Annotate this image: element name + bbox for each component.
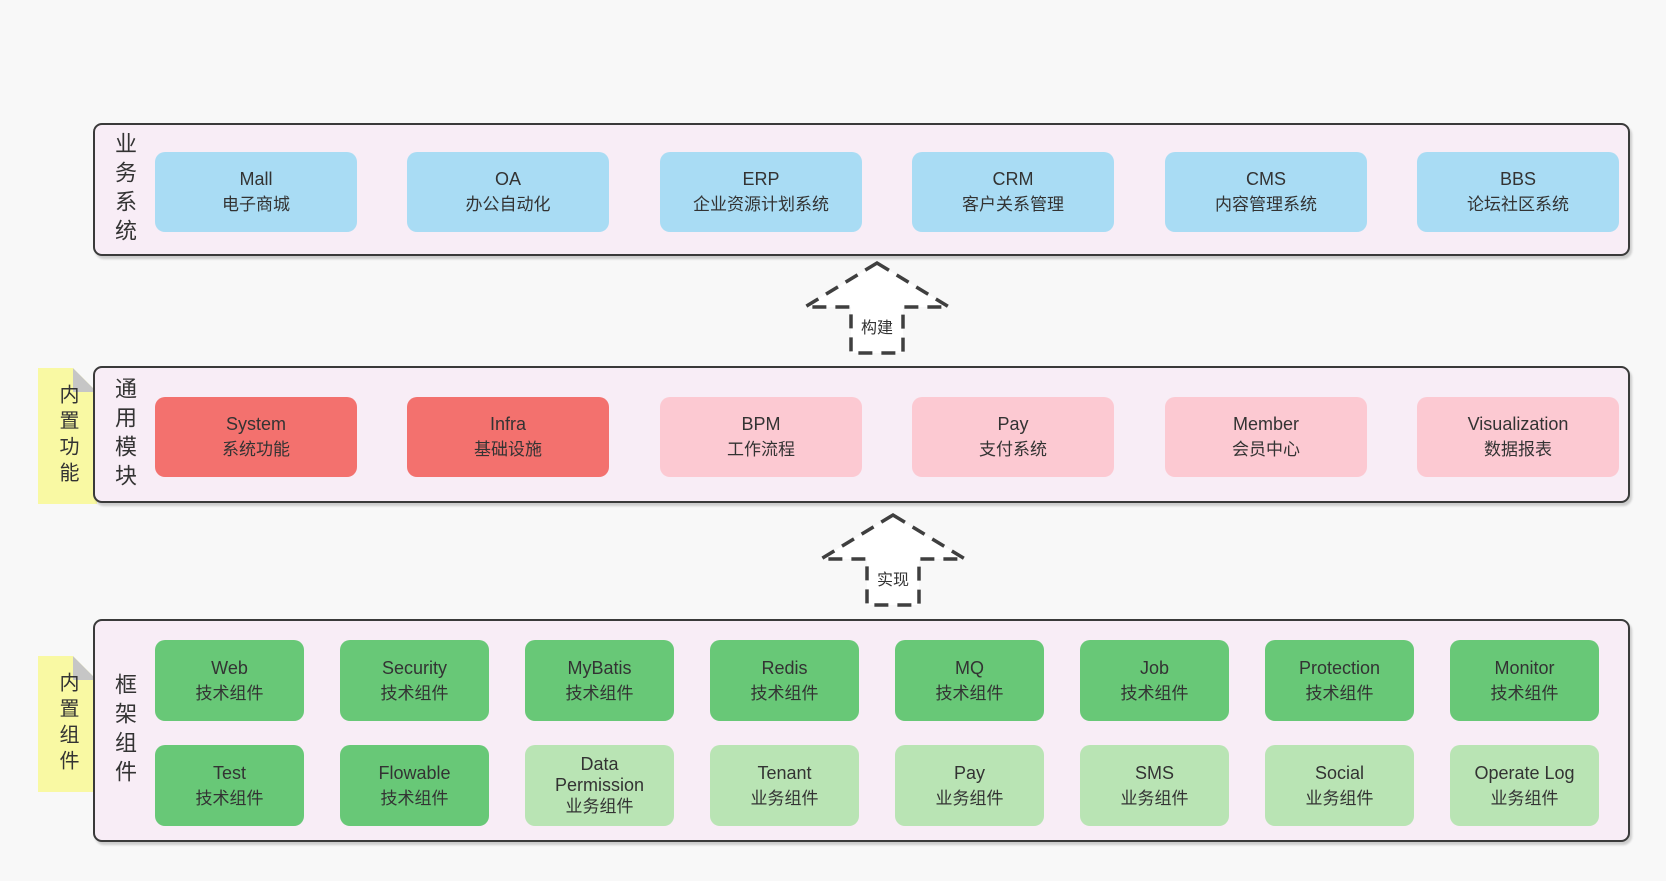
box-data-permission: Data Permission 业务组件 [525,745,674,826]
box-mybatis: MyBatis 技术组件 [525,640,674,721]
build-arrow-label: 构建 [857,314,897,338]
band-common-modules: 通用模块 System 系统功能 Infra 基础设施 BPM 工作流程 Pay… [93,366,1630,503]
implement-arrow-label: 实现 [873,566,913,590]
box-web: Web 技术组件 [155,640,304,721]
band-label-business-systems: 业务系统 [112,131,137,248]
box-bbs: BBS 论坛社区系统 [1417,152,1619,232]
band-label-framework-components: 框架组件 [112,672,137,789]
box-infra: Infra 基础设施 [407,397,609,477]
band-framework-components: 框架组件 Web 技术组件 Security 技术组件 MyBatis 技术组件… [93,619,1630,842]
box-protection: Protection 技术组件 [1265,640,1414,721]
sticky-note-built-in-features: 内置功能 [38,368,97,504]
box-oa: OA 办公自动化 [407,152,609,232]
box-pay-system: Pay 支付系统 [912,397,1114,477]
box-flowable: Flowable 技术组件 [340,745,489,826]
box-sms: SMS 业务组件 [1080,745,1229,826]
box-cms: CMS 内容管理系统 [1165,152,1367,232]
implement-arrow-icon: 实现 [816,512,970,612]
sticky-note-label: 内置组件 [56,672,78,776]
box-bpm: BPM 工作流程 [660,397,862,477]
box-tenant: Tenant 业务组件 [710,745,859,826]
box-mq: MQ 技术组件 [895,640,1044,721]
box-security: Security 技术组件 [340,640,489,721]
band-label-common-modules: 通用模块 [112,376,137,493]
box-redis: Redis 技术组件 [710,640,859,721]
box-system: System 系统功能 [155,397,357,477]
box-social: Social 业务组件 [1265,745,1414,826]
box-job: Job 技术组件 [1080,640,1229,721]
sticky-note-built-in-components: 内置组件 [38,656,97,792]
box-monitor: Monitor 技术组件 [1450,640,1599,721]
box-mall: Mall 电子商城 [155,152,357,232]
box-test: Test 技术组件 [155,745,304,826]
box-visualization: Visualization 数据报表 [1417,397,1619,477]
box-operate-log: Operate Log 业务组件 [1450,745,1599,826]
sticky-note-label: 内置功能 [56,384,78,488]
box-crm: CRM 客户关系管理 [912,152,1114,232]
build-arrow-icon: 构建 [800,260,954,360]
band-business-systems: 业务系统 Mall 电子商城 OA 办公自动化 ERP 企业资源计划系统 CRM… [93,123,1630,256]
box-pay-component: Pay 业务组件 [895,745,1044,826]
box-erp: ERP 企业资源计划系统 [660,152,862,232]
box-member: Member 会员中心 [1165,397,1367,477]
